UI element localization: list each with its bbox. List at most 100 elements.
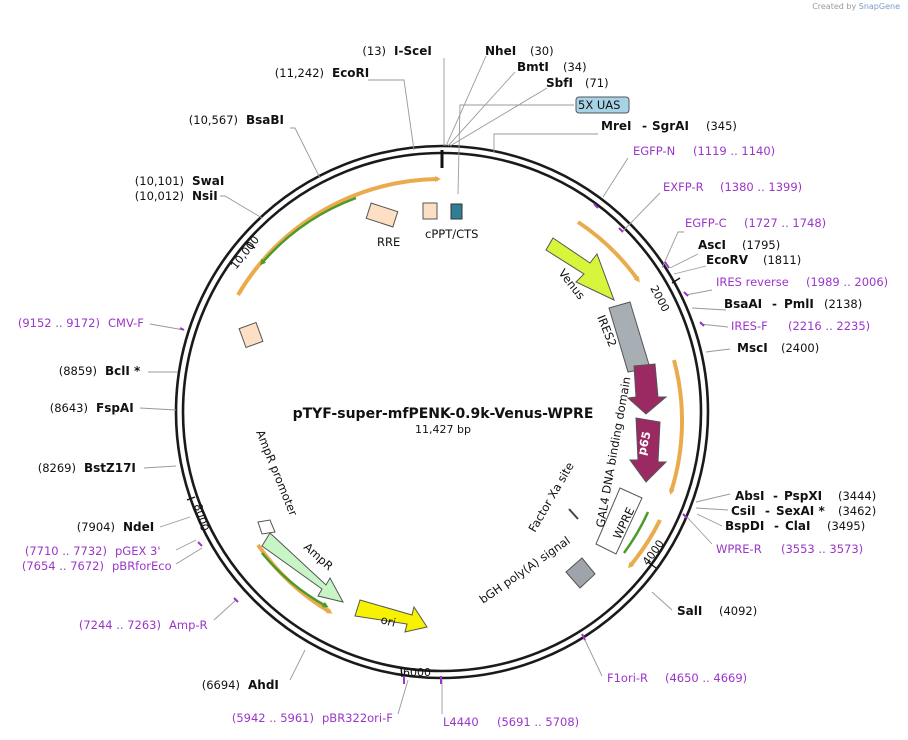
leader-lines [139,55,731,715]
cppt-box [450,203,463,220]
enzyme-csii-pos: (3462) [838,504,876,518]
bgh-box [565,557,596,589]
enzyme-sexai-name: SexAI * [776,504,825,518]
snapgene-credit: Created by SnapGene [812,2,900,11]
enzyme-sali-name: SalI [677,604,702,618]
ltr-box [238,321,264,349]
p65-arrow [629,417,668,483]
tick-label-6000: 6000 [403,666,431,679]
uas-box [575,96,630,114]
enzyme-swai-name: SwaI [192,174,224,188]
enzyme-ecorv-pos: (1811) [763,253,801,267]
enzyme-fspai-name: FspAI [96,401,134,415]
enzyme-nhei-name: NheI [485,44,516,58]
enzyme-sbfi-name: SbfI [546,76,573,90]
primer-f1orir-name: F1ori-R [607,671,648,685]
wpre-inner-arc [622,511,650,554]
ori-arrow [354,599,428,633]
primer-pbr322-name: pBR322ori-F [322,711,393,725]
primer-egfpc-name: EGFP-C [685,216,727,230]
rre-box [365,202,399,228]
enzyme-pmli-name: PmlI [784,297,814,311]
primer-wprer-range: (3553 .. 3573) [781,542,863,556]
feature-shapes [238,96,668,633]
primer-f1orir-range: (4650 .. 4669) [665,671,747,685]
enzyme-bspdi-sep: - [774,519,779,533]
feature-label-ampr-promoter: AmpR promoter [253,428,300,518]
ampr-promoter-box [257,519,276,535]
venus-orf-arc [576,220,640,283]
enzyme-bcli-pos: (8859) [59,364,97,378]
enzyme-nhei-pos: (30) [530,44,554,58]
enzyme-asci-pos: (1795) [742,238,780,252]
enzyme-bcli-name: BclI * [105,364,141,378]
enzyme-ndei-pos: (7904) [77,520,115,534]
enzyme-csii-sep: - [765,504,770,518]
enzyme-sgrai-name: SgrAI [652,119,689,133]
enzyme-bsabi-pos: (10,567) [189,113,238,127]
enzyme-msci-name: MscI [737,341,768,355]
feature-label-bgh: bGH poly(A) signal [477,533,573,606]
primer-labels: EGFP-N (1119 .. 1140) EXFP-R (1380 .. 13… [18,144,888,729]
enzyme-bstz17i-name: BstZ17I [84,461,136,475]
credit-prefix: Created by [812,2,857,11]
primer-exfpr-name: EXFP-R [663,180,704,194]
enzyme-mrei-name: MreI [601,119,631,133]
primer-marks [179,203,705,684]
feature-label-uas: 5X UAS [578,98,620,112]
feature-label-rre: RRE [377,235,400,249]
enzyme-ahdi-pos: (6694) [202,678,240,692]
primer-wprer-name: WPRE-R [716,542,762,556]
enzyme-bsaai-pos: (2138) [824,297,862,311]
enzyme-ahdi-name: AhdI [248,678,279,692]
credit-brand: SnapGene [858,2,900,11]
feature-label-cppt: cPPT/CTS [425,227,478,241]
primer-egfpc-range: (1727 .. 1748) [744,216,826,230]
enzyme-pspxi-name: PspXI [784,489,822,503]
enzyme-csii-name: CsiI [731,504,756,518]
feature-label-p65: p65 [634,430,653,457]
enzyme-absi-sep: - [773,489,778,503]
plasmid-length: 11,427 bp [415,423,471,436]
enzyme-iscei-name: I-SceI [394,44,432,58]
orf-arcs [236,176,685,614]
feature-label-factorxa: Factor Xa site [525,460,576,535]
gal4-orf-arc [669,359,685,495]
enzyme-ecorv-name: EcoRV [706,253,749,267]
primer-pbrfor-name: pBRforEco [112,559,172,573]
enzyme-bsaai-sep: - [772,297,777,311]
factorxa-mark [568,508,579,520]
primer-cmvf-name: CMV-F [108,316,144,330]
rre-inner-arc [260,196,357,266]
enzyme-bsaai-name: BsaAI [724,297,762,311]
primer-l4440-name: L4440 [443,715,479,729]
enzyme-bspdi-name: BspDI [725,519,764,533]
enzyme-bstz17i-pos: (8269) [38,461,76,475]
enzyme-absi-name: AbsI [735,489,764,503]
primer-egfpn-name: EGFP-N [633,144,675,158]
cppt-left-box [422,202,438,220]
ampr-arrow [261,532,344,603]
enzyme-ecori-pos: (11,242) [275,66,324,80]
primer-iresf-range: (2216 .. 2235) [788,319,870,333]
primer-iresf-name: IRES-F [731,319,768,333]
feature-label-ori: ori [379,612,397,629]
enzyme-msci-pos: (2400) [781,341,819,355]
enzyme-clai-name: ClaI [785,519,810,533]
enzyme-bmti-name: BmtI [517,60,549,74]
primer-pgex-range: (7710 .. 7732) [25,544,107,558]
enzyme-asci-name: AscI [698,238,726,252]
enzyme-ndei-name: NdeI [123,520,154,534]
enzyme-fspai-pos: (8643) [50,401,88,415]
enzyme-bspdi-pos: (3495) [827,519,865,533]
venus-arrow [545,237,615,301]
enzyme-mrei-sep: - [642,119,647,133]
enzyme-bsabi-name: BsaBI [246,113,284,127]
rre-orf-arc [236,176,441,297]
enzyme-labels: (13) I-SceI NheI (30) BmtI (34) SbfI (71… [38,44,877,692]
primer-pbrfor-range: (7654 .. 7672) [22,559,104,573]
tick-marks [186,242,681,678]
enzyme-mrei-pos: (345) [706,119,737,133]
enzyme-swai-pos: (10,101) [135,174,184,188]
